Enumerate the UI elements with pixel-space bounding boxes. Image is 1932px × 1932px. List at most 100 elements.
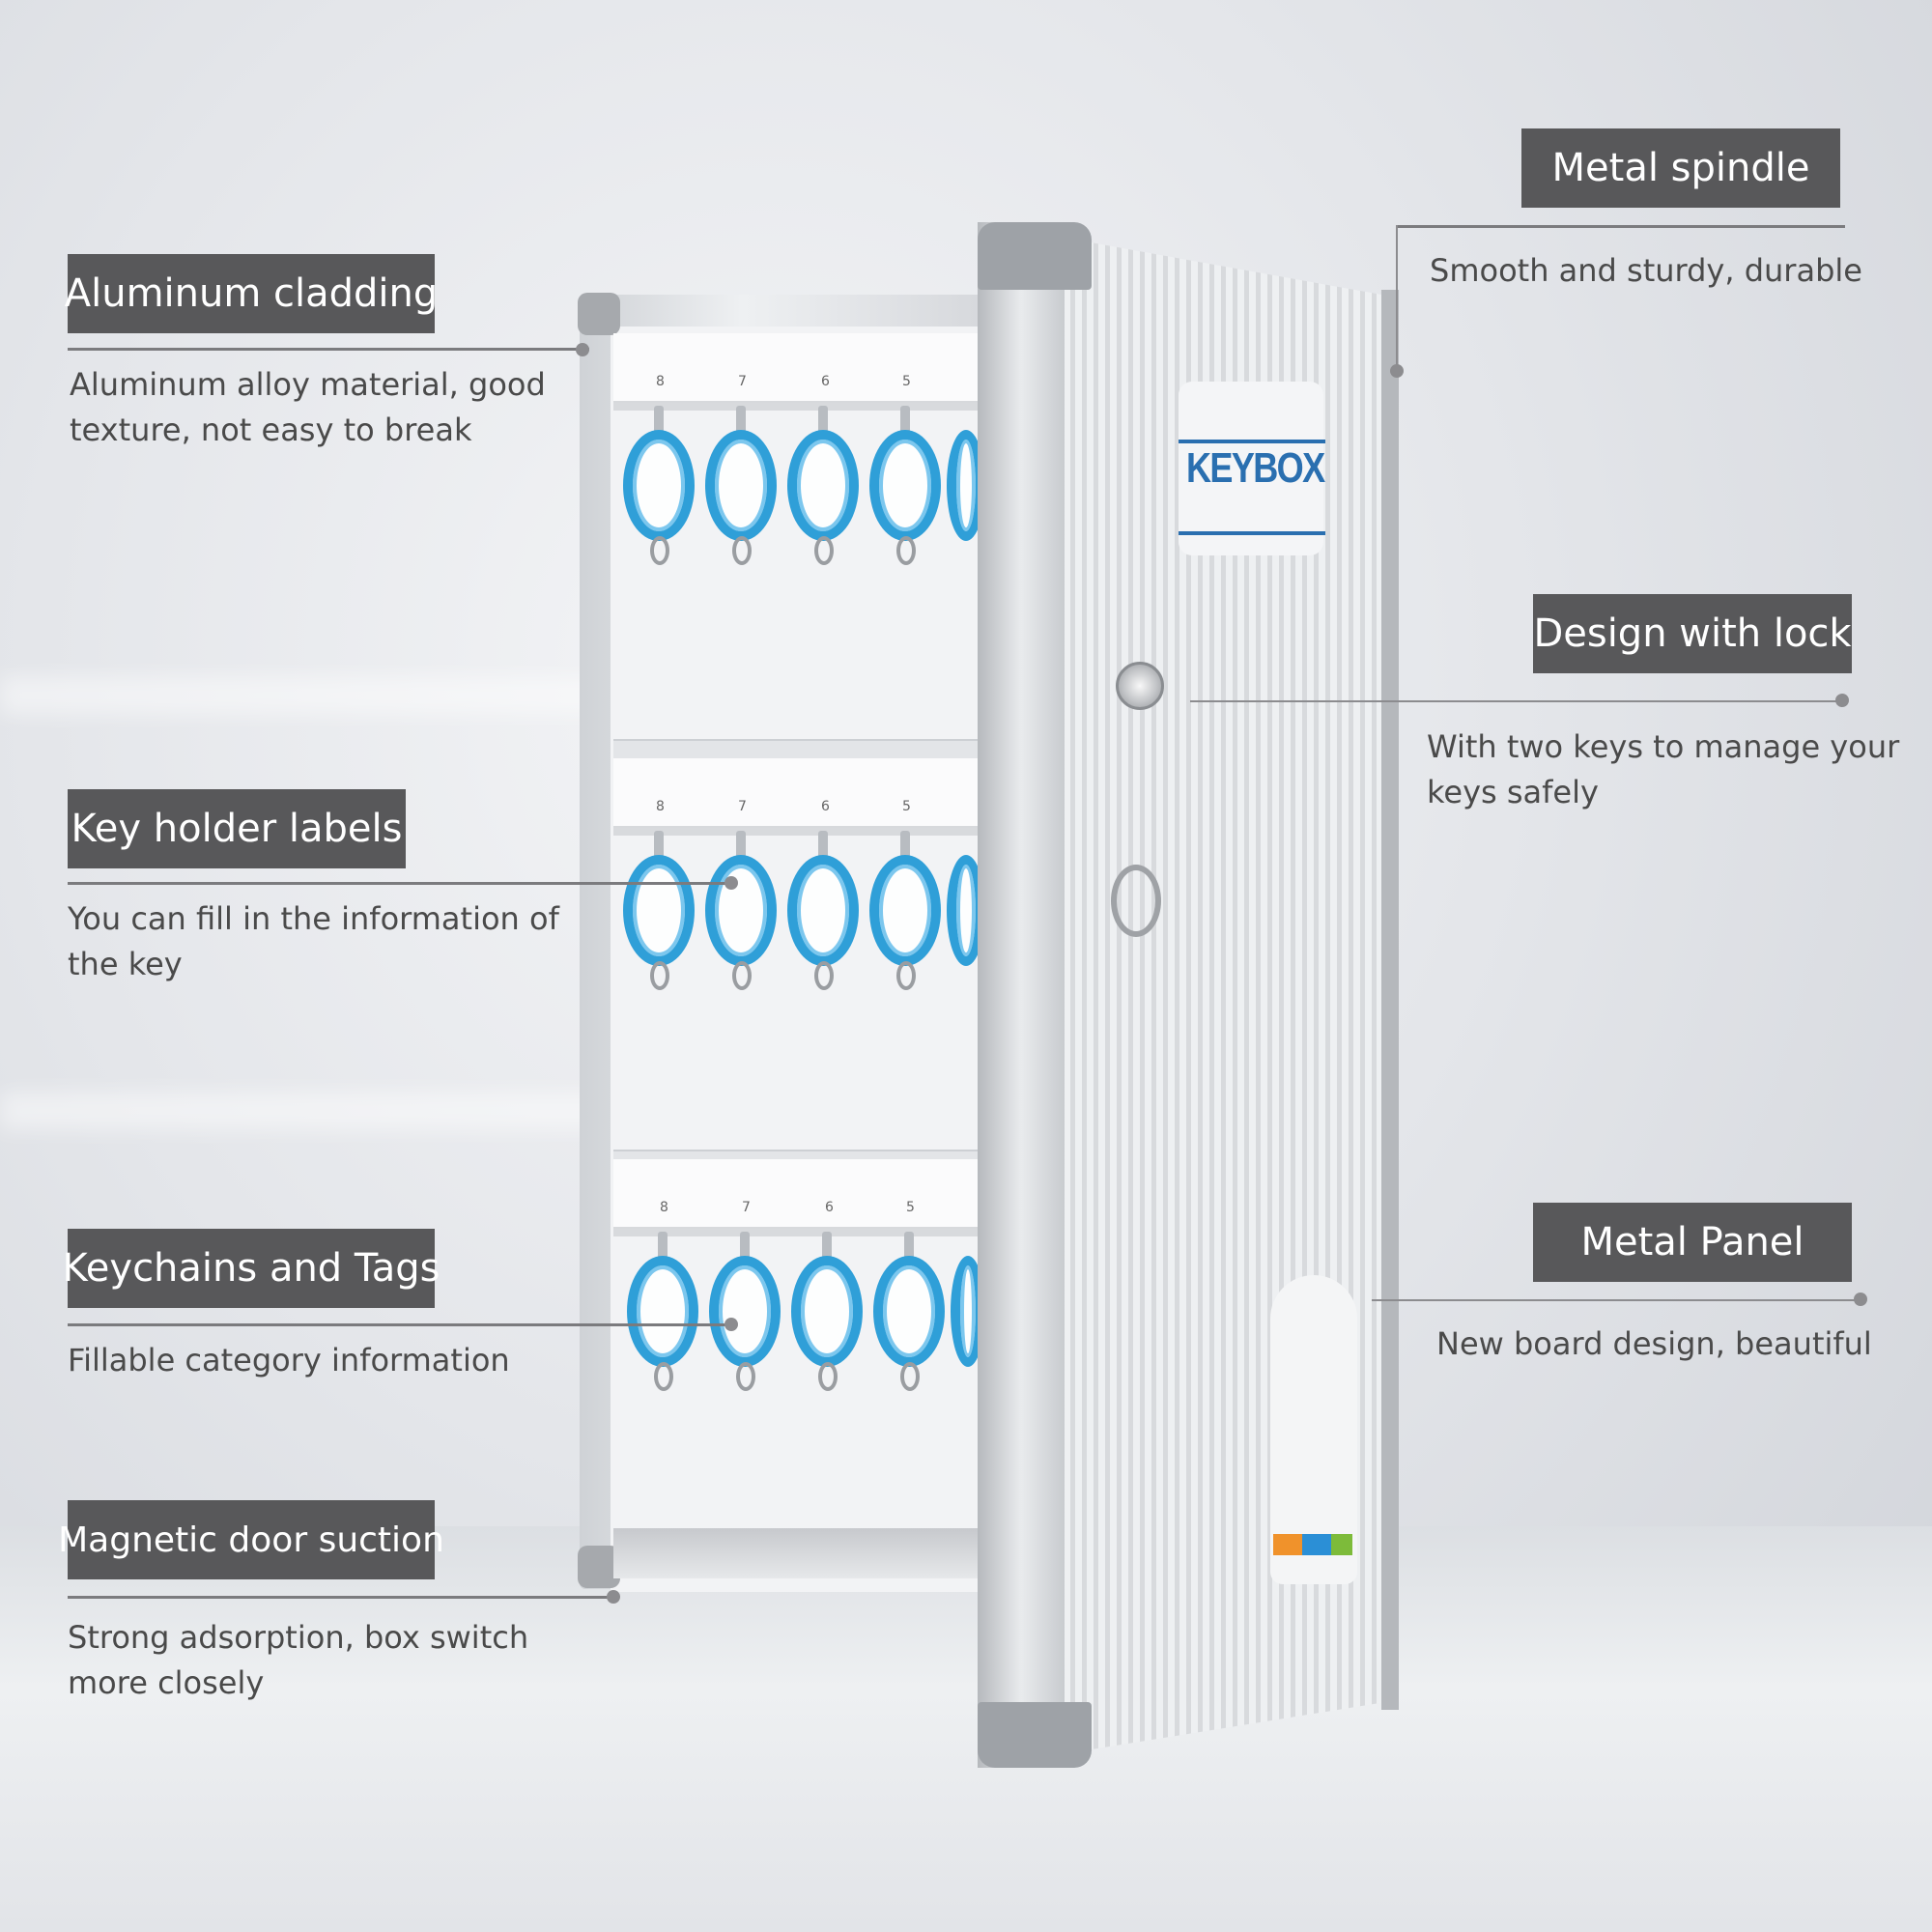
callout-title: Design with lock: [1533, 594, 1852, 673]
floor: [0, 1526, 1932, 1932]
keybox-logo: KEYBOX: [1186, 444, 1325, 492]
callout-dot: [724, 876, 738, 890]
hook-number: 8: [660, 1200, 668, 1215]
background-highlight: [0, 676, 676, 715]
hook: [904, 1232, 914, 1264]
callout-underline: [68, 1596, 618, 1599]
panel-decal: [1270, 1275, 1357, 1584]
hook: [736, 406, 746, 439]
callout-dot: [576, 343, 589, 356]
key-ring: [896, 536, 916, 565]
lock-icon: [1116, 662, 1164, 710]
hook-number: 8: [656, 799, 665, 814]
callout-dot: [1390, 364, 1404, 378]
hook: [822, 1232, 832, 1264]
hook-label-strip: [613, 1159, 985, 1229]
key-shelf: 8 7 6 5: [613, 333, 985, 762]
callout-description: Strong adsorption, box switch more close…: [68, 1619, 529, 1701]
hook-number: 5: [906, 1200, 915, 1215]
callout-dot: [1835, 694, 1849, 707]
callout-leader: [1190, 700, 1845, 702]
callout-title: Keychains and Tags: [63, 1229, 440, 1308]
hook-number: 8: [656, 374, 665, 389]
key-shelf: 8 7 6 5: [613, 1159, 985, 1526]
key-tag: [705, 855, 777, 966]
callout-underline: [68, 348, 589, 351]
callout-description: Smooth and sturdy, durable: [1430, 252, 1862, 289]
hook-number: 6: [821, 799, 830, 814]
callout-leader: [1396, 225, 1398, 375]
hook: [740, 1232, 750, 1264]
key-tag: [791, 1256, 863, 1367]
key-ring: [814, 961, 834, 990]
key-tag: [709, 1256, 781, 1367]
hook-number: 7: [738, 799, 747, 814]
hook: [736, 831, 746, 864]
logo-rule: [1179, 531, 1325, 535]
callout-title: Metal spindle: [1521, 128, 1840, 208]
key-ring: [732, 961, 752, 990]
key-tag: [873, 1256, 945, 1367]
door-corner-cap: [978, 222, 1092, 290]
decal-stripe-green: [1331, 1534, 1352, 1555]
key-tag: [869, 430, 941, 541]
hook: [818, 406, 828, 439]
hook: [900, 831, 910, 864]
key-tag: [623, 855, 695, 966]
door-rim: [1381, 290, 1399, 1710]
callout-description: You can fill in the information of the k…: [68, 900, 559, 982]
hook-label-strip: [613, 333, 985, 403]
corner-cap: [578, 1546, 620, 1588]
hook-label-strip: [613, 758, 985, 828]
key-ring: [650, 961, 669, 990]
bottom-rail: [613, 1528, 985, 1578]
callout-underline: [1396, 225, 1845, 228]
corner-cap: [578, 293, 620, 335]
callout-underline: [68, 882, 734, 885]
hook-number: 6: [825, 1200, 834, 1215]
key-shelf: 8 7 6 5: [613, 758, 985, 1173]
callout-dot: [607, 1590, 620, 1604]
key-ring: [732, 536, 752, 565]
logo-rule: [1179, 440, 1325, 443]
callout-description: Fillable category information: [68, 1342, 510, 1378]
hook-number: 5: [902, 374, 911, 389]
hook: [658, 1232, 668, 1264]
callout-title: Aluminum cladding: [65, 254, 438, 333]
key-tag: [627, 1256, 698, 1367]
hook-number: 5: [902, 799, 911, 814]
hook: [900, 406, 910, 439]
key-ring: [896, 961, 916, 990]
hook-rail: [613, 828, 985, 836]
key-tag: [869, 855, 941, 966]
key-tag: [705, 430, 777, 541]
hook: [654, 406, 664, 439]
key-ring: [654, 1362, 673, 1391]
key-ring: [814, 536, 834, 565]
callout-dot: [724, 1318, 738, 1331]
hook-number: 7: [742, 1200, 751, 1215]
key-tag: [787, 855, 859, 966]
callout-leader: [1372, 1299, 1860, 1301]
hook-number: 6: [821, 374, 830, 389]
key-tag: [623, 430, 695, 541]
door-corner-cap: [978, 1702, 1092, 1768]
callout-description: Aluminum alloy material, good texture, n…: [70, 366, 546, 448]
key-ring: [650, 536, 669, 565]
hook-rail: [613, 403, 985, 411]
callout-description: New board design, beautiful: [1436, 1325, 1872, 1362]
key-tag: [787, 430, 859, 541]
callout-underline: [68, 1323, 734, 1326]
hook-number: 7: [738, 374, 747, 389]
callout-title: Magnetic door suction: [58, 1500, 444, 1579]
key-ring: [818, 1362, 838, 1391]
hook-rail: [613, 1229, 985, 1236]
hook: [654, 831, 664, 864]
decal-stripe-orange: [1273, 1534, 1302, 1555]
hook: [818, 831, 828, 864]
background-highlight: [0, 1092, 676, 1130]
callout-dot: [1854, 1293, 1867, 1306]
callout-description: With two keys to manage your keys safely: [1427, 728, 1900, 810]
decal-stripe-blue: [1302, 1534, 1331, 1555]
key-ring: [736, 1362, 755, 1391]
